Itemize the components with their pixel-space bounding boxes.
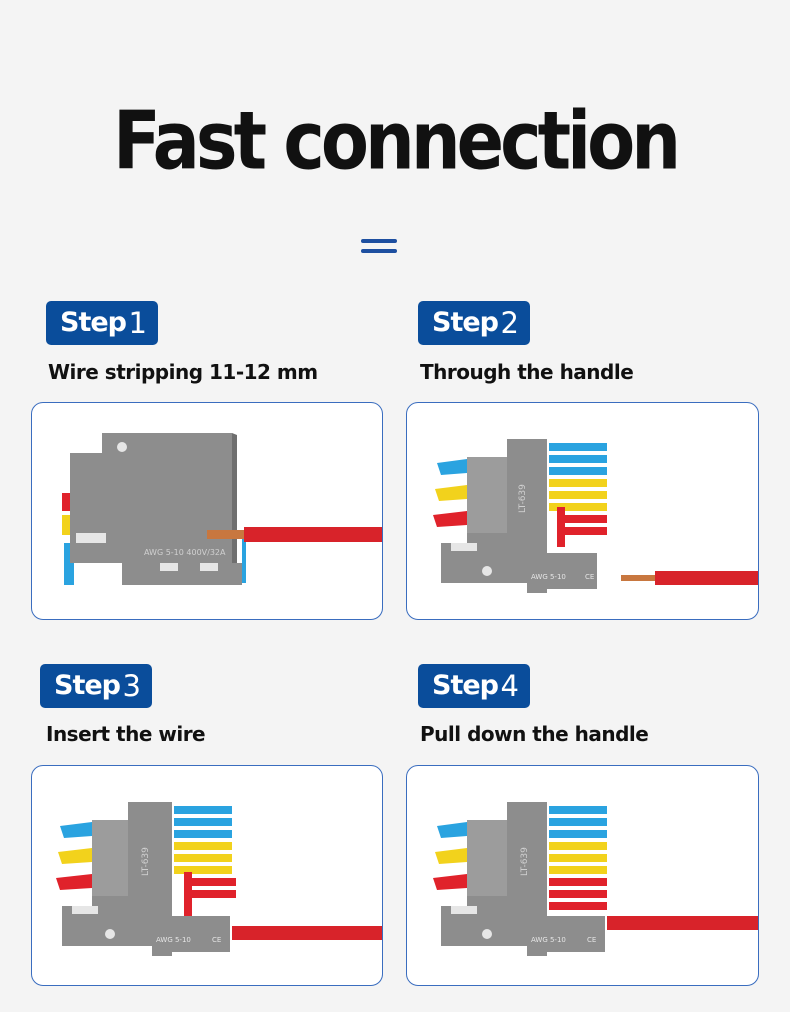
equals-divider-icon (361, 237, 397, 255)
step-4-word: Step (432, 670, 499, 701)
model-print: LT-639 (520, 847, 530, 876)
input-levers (433, 459, 467, 527)
rating-print: AWG 5-10 (531, 936, 566, 944)
step-3-word: Step (54, 670, 121, 701)
step-4-number: 4 (500, 669, 519, 703)
step-2-badge: Step 2 (418, 301, 530, 345)
step-2-number: 2 (500, 306, 519, 340)
step-3-image: LT-639 AWG 5-10 CE (31, 765, 383, 986)
step-4-image: LT-639 AWG 5-10 CE (406, 765, 759, 986)
step-1-description: Wire stripping 11-12 mm (48, 360, 318, 384)
step-4-description: Pull down the handle (420, 722, 649, 746)
step-2-description: Through the handle (420, 360, 634, 384)
side-text-print: AWG 5-10 400V/32A (144, 548, 226, 557)
connector-locked-illustration: LT-639 AWG 5-10 CE (433, 802, 758, 956)
step-1-badge: Step 1 (46, 301, 158, 345)
rating-print: AWG 5-10 (156, 936, 191, 944)
ce-mark: CE (587, 936, 596, 944)
step-3-badge: Step 3 (40, 664, 152, 708)
connector-top-view-illustration: LT-639 AWG 5-10 CE (433, 439, 758, 593)
model-print: LT-639 (518, 484, 528, 513)
step-1-number: 1 (128, 306, 147, 340)
step-1-image: AWG 5-10 400V/32A (31, 402, 383, 620)
ce-mark: CE (212, 936, 221, 944)
model-print: LT-639 (141, 847, 151, 876)
step-3-number: 3 (122, 669, 141, 703)
page-title: Fast connection (112, 93, 681, 189)
step-2-image: LT-639 AWG 5-10 CE (406, 402, 759, 620)
step-3-description: Insert the wire (46, 722, 206, 746)
step-2-word: Step (432, 307, 499, 338)
ce-mark: CE (585, 573, 594, 581)
rating-print: AWG 5-10 (531, 573, 566, 581)
output-levers (549, 443, 607, 547)
step-1-word: Step (60, 307, 127, 338)
connector-side-view-illustration: AWG 5-10 400V/32A (62, 433, 382, 585)
step-4-badge: Step 4 (418, 664, 530, 708)
connector-inserted-wire-illustration: LT-639 AWG 5-10 CE (56, 802, 382, 956)
